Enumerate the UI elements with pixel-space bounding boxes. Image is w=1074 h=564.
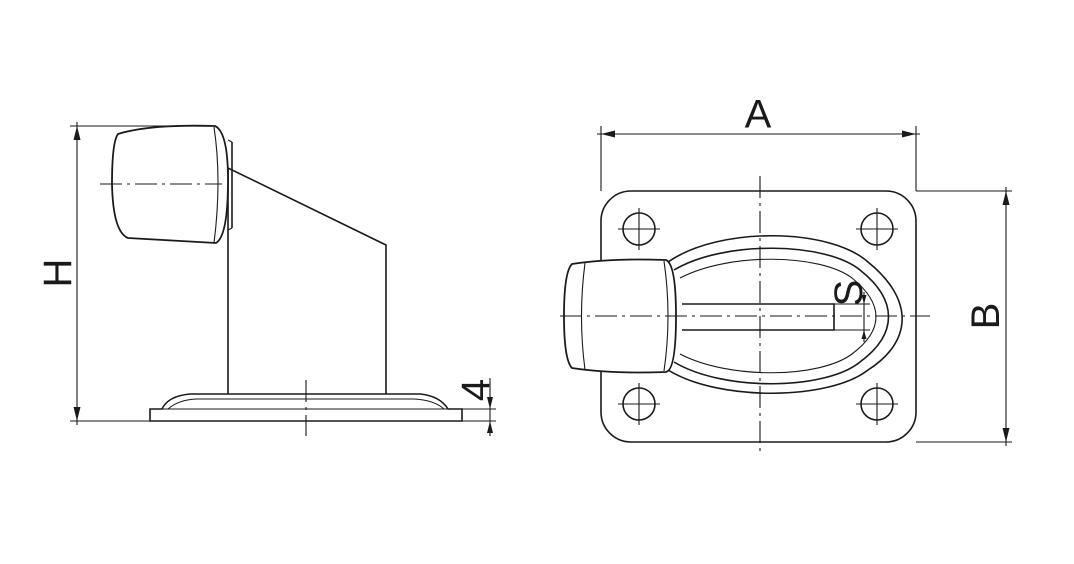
slot-label: S [827,280,871,307]
top-view: A B S [560,93,1012,456]
slot-dimension: S [827,280,871,342]
width-label: A [745,93,772,137]
width-dimension: A [597,93,920,191]
height-label: H [36,259,80,288]
post-body [227,166,387,394]
screw-hole-top-right [856,208,898,250]
screw-hole-top-left [618,208,660,250]
plate-thickness-label: 4 [454,379,498,401]
depth-dimension: B [916,187,1012,446]
depth-label: B [964,303,1008,330]
teardrop-body-outer [667,235,903,394]
base-plate-fillet [167,398,445,410]
slot [682,303,835,331]
teardrop-body-innermost [679,258,877,374]
screw-hole-bottom-left [618,383,660,425]
bumper-ring [227,139,233,143]
screw-hole-bottom-right [856,383,898,425]
bumper-ring-lower [227,227,233,231]
side-view: H 4 [36,122,498,436]
bumper-edge [213,126,219,244]
teardrop-body-inner [673,247,890,385]
plate-thickness-dimension: 4 [454,378,498,436]
height-dimension: H [36,122,210,425]
